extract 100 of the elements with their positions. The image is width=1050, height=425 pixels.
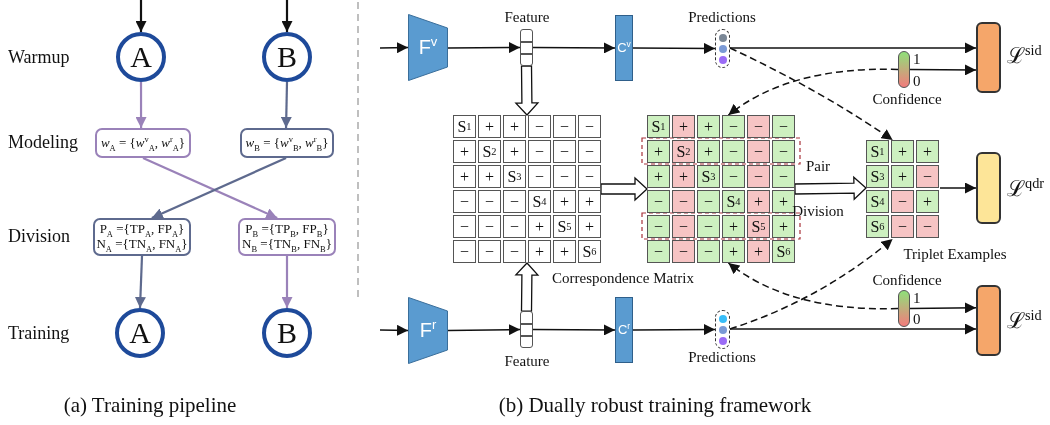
- loss-box: [976, 152, 1001, 224]
- matrix-cell: −: [553, 140, 576, 163]
- matrix-cell: −: [528, 140, 551, 163]
- confidence-label: Confidence: [872, 91, 942, 107]
- matrix-cell: −: [772, 115, 795, 138]
- matrix-cell: −: [672, 240, 695, 263]
- predictions-label: Predictions: [688, 349, 756, 365]
- figure-caption: (a) Training pipeline: [63, 394, 237, 416]
- matrix-cell: +: [528, 215, 551, 238]
- formula-box: [95, 128, 191, 158]
- matrix-cell: −: [647, 215, 670, 238]
- matrix-cell: +: [672, 115, 695, 138]
- matrix-cell: −: [747, 165, 770, 188]
- arrow-caption: Pair: [805, 158, 831, 174]
- matrix-cell: −: [503, 215, 526, 238]
- matrix-cell: +: [916, 190, 939, 213]
- model-circle: [262, 32, 312, 82]
- model-circle: [116, 32, 166, 82]
- confidence-bar: [898, 51, 910, 88]
- matrix-cell: −: [578, 115, 601, 138]
- matrix-cell: −: [722, 115, 745, 138]
- matrix-cell: +: [478, 165, 501, 188]
- formula-text: P$_{A}$ ={TP$_{A}$, FP$_{A}$}: [99, 222, 185, 237]
- arrow: [632, 42, 716, 54]
- feature-vector: [520, 311, 533, 348]
- formula-text: w$_{A}$ = {w$^{v}$$_{A}$, w$^{r}$$_{A}$}: [100, 135, 186, 151]
- matrix-cell: −: [697, 240, 720, 263]
- matrix-cell: −: [647, 190, 670, 213]
- encoder-trapezoid: [408, 297, 448, 364]
- arrow: [280, 81, 292, 129]
- matrix-cell: −: [672, 190, 695, 213]
- arrow: [729, 42, 977, 54]
- matrix-cell: −: [772, 140, 795, 163]
- matrix-cell: +: [453, 165, 476, 188]
- matrix-cell: +: [747, 190, 770, 213]
- matrix-cell: +: [553, 190, 576, 213]
- matrix-cell: −: [478, 240, 501, 263]
- matrix-cell: −: [453, 215, 476, 238]
- arrow: [135, 82, 147, 128]
- formula-text: N$_{B}$ ={TN$_{B}$, FN$_{B}$}: [242, 237, 332, 252]
- classifier-label: C$^{v}$: [617, 40, 631, 56]
- loss-box: [976, 285, 1001, 356]
- encoder-label: F$^{r}$: [419, 319, 437, 342]
- arrow: [447, 324, 521, 336]
- triplet-caption: Triplet Examples: [903, 246, 1007, 262]
- matrix-cell: +: [478, 115, 501, 138]
- matrix-cell: −: [503, 240, 526, 263]
- matrix-cell: +: [453, 140, 476, 163]
- predictions-label: Predictions: [688, 9, 756, 25]
- scale-value: 1: [913, 51, 921, 67]
- matrix-cell: +: [672, 165, 695, 188]
- scale-value: 0: [913, 311, 921, 327]
- matrix-cell: +: [772, 215, 795, 238]
- figure-caption: (b) Dually robust training framework: [498, 394, 812, 416]
- arrow: [532, 324, 616, 336]
- dashed-arrow: [727, 262, 899, 310]
- encoder-trapezoid: [408, 14, 448, 81]
- matrix-cell: −: [553, 165, 576, 188]
- stage-label: Division: [8, 227, 70, 245]
- formula-box: [240, 128, 334, 158]
- matrix-cell: +: [891, 140, 914, 163]
- arrow: [447, 42, 521, 54]
- feature-vector: [520, 29, 533, 66]
- matrix-cell: −: [647, 240, 670, 263]
- classifier-bar: [615, 297, 633, 363]
- matrix-cell: +: [578, 215, 601, 238]
- matrix-cell: +: [528, 240, 551, 263]
- encoder-label: F$^{v}$: [418, 36, 438, 59]
- matrix-cell: −: [578, 140, 601, 163]
- block-arrow: [600, 176, 648, 202]
- matrix-cell: −: [672, 215, 695, 238]
- dashed-arrow: [727, 68, 899, 116]
- matrix-cell: −: [578, 165, 601, 188]
- arrow: [379, 324, 409, 336]
- matrix-cell: +: [697, 115, 720, 138]
- formula-box: [238, 218, 336, 256]
- matrix-cell: −: [553, 115, 576, 138]
- arrow: [532, 42, 616, 54]
- matrix-cell: +: [503, 140, 526, 163]
- matrix-cell: +: [647, 165, 670, 188]
- confidence-bar: [898, 290, 910, 327]
- stage-label: Modeling: [8, 133, 78, 151]
- matrix-cell: +: [647, 140, 670, 163]
- matrix-cell: −: [453, 190, 476, 213]
- matrix-cell: −: [528, 115, 551, 138]
- matrix-cell: −: [916, 165, 939, 188]
- loss-label: ℒ$^{sid}$: [1007, 310, 1042, 332]
- circle-label: A: [129, 315, 151, 351]
- matrix-cell: −: [453, 240, 476, 263]
- loss-label: ℒ$^{qdr}$: [1007, 178, 1045, 200]
- matrix-cell: +: [891, 165, 914, 188]
- scale-value: 0: [913, 73, 921, 89]
- matrix-cell: −: [747, 115, 770, 138]
- matrix-cell: +: [916, 140, 939, 163]
- classifier-bar: [615, 15, 633, 81]
- arrow: [281, 0, 293, 32]
- arrow: [135, 0, 147, 32]
- matrix-cell: −: [747, 140, 770, 163]
- feature-label: Feature: [504, 9, 550, 25]
- formula-text: w$_{B}$ = {w$^{v}$$_{B}$, w$^{r}$$_{B}$}: [245, 135, 329, 151]
